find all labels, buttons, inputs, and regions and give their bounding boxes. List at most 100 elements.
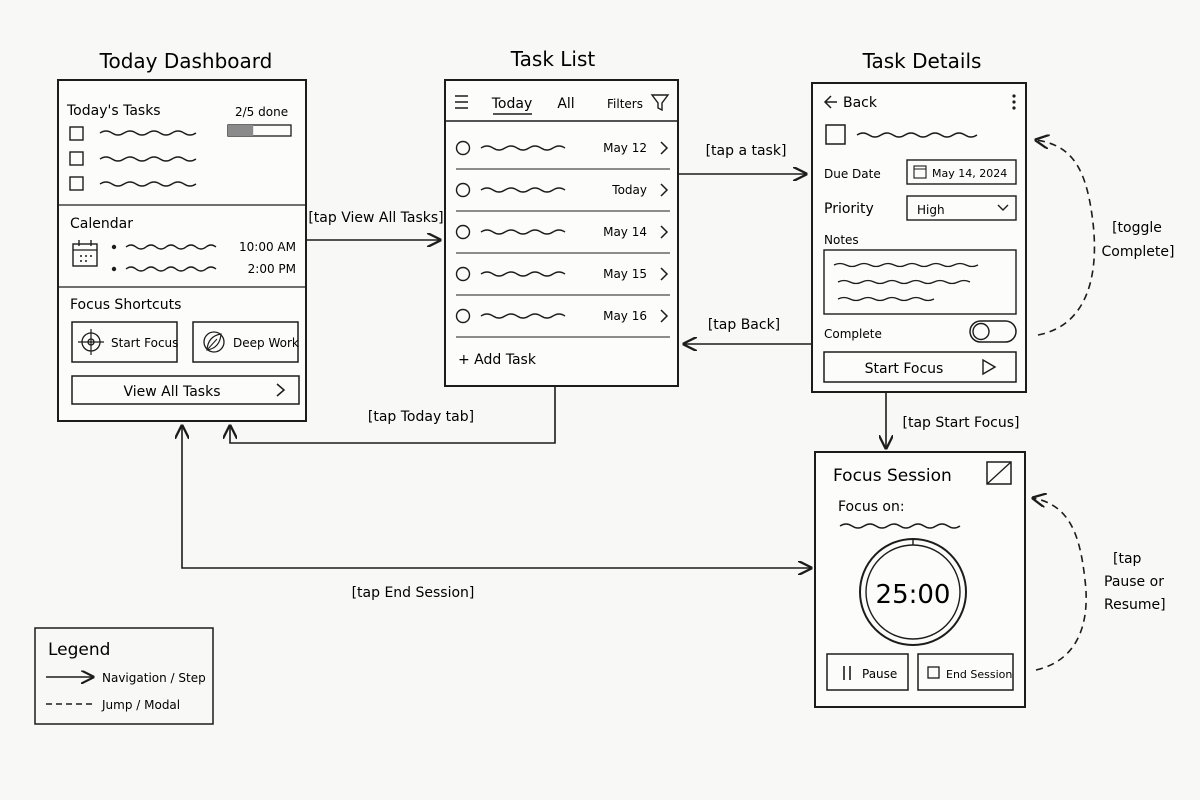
edge-label: [toggle — [1112, 220, 1162, 236]
complete-label: Complete — [824, 327, 882, 341]
due-date-field[interactable]: May 14, 2024 — [906, 159, 1017, 185]
todays-tasks-heading: Today's Tasks — [66, 103, 161, 119]
checkbox[interactable] — [69, 126, 84, 141]
task-due-date: May 14 — [603, 225, 647, 239]
task-row[interactable]: May 14 — [455, 224, 670, 254]
task-row[interactable]: May 16 — [455, 308, 670, 338]
end-session-label: End Session — [946, 668, 1012, 681]
checkbox[interactable] — [69, 176, 84, 191]
complete-toggle[interactable] — [969, 320, 1017, 343]
focus-session-screen: Focus Session Focus on: 25:00 Pause End … — [814, 451, 1026, 708]
back-label: Back — [843, 95, 878, 111]
task-details-frame — [811, 82, 1027, 393]
edge-label: [tap Start Focus] — [903, 415, 1020, 431]
dashboard-screen: Today Dashboard Today's Tasks 2/5 done C… — [57, 49, 307, 422]
checkbox[interactable] — [69, 151, 84, 166]
calendar-event[interactable]: 2:00 PM — [111, 262, 296, 276]
edge-view-all: [tap View All Tasks] — [306, 210, 444, 240]
task-text-scribble — [480, 145, 566, 151]
filters-button[interactable]: Filters — [607, 94, 670, 112]
task-row[interactable]: May 15 — [455, 266, 670, 296]
tab-today[interactable]: Today — [491, 96, 533, 115]
priority-select[interactable]: High — [906, 195, 1017, 221]
chevron-right-icon — [660, 225, 669, 239]
task-text-scribble — [480, 229, 566, 235]
edge-tap-back: [tap Back] — [684, 317, 812, 344]
leaf-icon — [203, 331, 225, 353]
task-checkbox-row[interactable] — [69, 151, 197, 166]
edge-end-session: [tap End Session] — [182, 426, 811, 601]
task-complete-checkbox[interactable] — [825, 124, 846, 145]
toggle-knob — [972, 322, 990, 341]
minimize-icon[interactable] — [986, 461, 1012, 485]
add-task-button[interactable]: + Add Task — [458, 352, 537, 368]
back-button[interactable]: Back — [823, 95, 878, 111]
task-name-scribble — [856, 132, 978, 138]
focus-on-label: Focus on: — [838, 499, 905, 515]
task-radio[interactable] — [455, 140, 471, 156]
task-row[interactable]: May 12 — [455, 140, 670, 170]
priority-value: High — [917, 203, 945, 217]
chevron-right-icon — [660, 183, 669, 197]
timer-value: 25:00 — [876, 580, 951, 610]
calendar-heading: Calendar — [70, 216, 133, 232]
task-due-date: May 16 — [603, 309, 647, 323]
edge-label: [tap Back] — [708, 317, 780, 333]
deep-work-button[interactable]: Deep Work — [192, 321, 299, 363]
edge-toggle-complete: [toggle Complete] — [1036, 140, 1175, 336]
tab-today-label: Today — [491, 96, 533, 112]
task-checkbox-row[interactable] — [69, 126, 197, 141]
task-radio[interactable] — [455, 182, 471, 198]
edge-label: [tap Today tab] — [368, 409, 474, 425]
task-due-date: May 15 — [603, 267, 647, 281]
calendar-icon — [913, 165, 927, 179]
tab-all[interactable]: All — [557, 96, 574, 112]
legend: Legend Navigation / Step Jump / Modal — [34, 627, 214, 725]
task-details-screen: Task Details Back Due Date May 14, 2024 … — [811, 49, 1027, 393]
focus-task-scribble — [839, 523, 961, 529]
task-radio[interactable] — [455, 266, 471, 282]
chevron-right-icon — [660, 267, 669, 281]
legend-dashed-label: Jump / Modal — [101, 698, 180, 712]
task-row[interactable]: Today — [455, 182, 670, 212]
task-text-scribble — [480, 271, 566, 277]
edge-label: Complete] — [1102, 244, 1175, 260]
start-focus-button[interactable]: Start Focus — [71, 321, 178, 363]
edge-tap-task: [tap a task] — [678, 143, 806, 174]
dashboard-frame — [57, 79, 307, 422]
start-focus-label: Start Focus — [865, 361, 944, 377]
edge-label: [tap a task] — [706, 143, 787, 159]
calendar-event[interactable]: 10:00 AM — [111, 240, 296, 254]
pause-button[interactable]: Pause — [826, 653, 909, 691]
stop-icon — [927, 666, 940, 679]
hamburger-menu-icon[interactable] — [455, 95, 468, 109]
task-text-scribble — [99, 181, 197, 187]
more-menu-icon[interactable] — [1012, 94, 1016, 110]
deep-work-label: Deep Work — [233, 336, 299, 350]
arrow-left-icon — [823, 95, 837, 109]
chevron-right-icon — [660, 309, 669, 323]
timer-ring — [859, 538, 967, 646]
focus-shortcuts-heading: Focus Shortcuts — [70, 297, 181, 313]
start-focus-button[interactable]: Start Focus — [823, 351, 1017, 383]
due-date-label: Due Date — [824, 167, 881, 181]
event-text-scribble — [125, 266, 217, 272]
end-session-button[interactable]: End Session — [917, 653, 1014, 691]
task-text-scribble — [480, 313, 566, 319]
notes-field[interactable] — [823, 249, 1017, 315]
task-radio[interactable] — [455, 308, 471, 324]
task-checkbox-row[interactable] — [69, 176, 197, 191]
task-due-date: May 12 — [603, 141, 647, 155]
view-all-tasks-button[interactable]: View All Tasks — [71, 375, 300, 405]
edge-label: Resume] — [1104, 597, 1166, 613]
bullet — [111, 266, 117, 272]
play-icon — [982, 358, 997, 376]
task-radio[interactable] — [455, 224, 471, 240]
progress-text: 2/5 done — [235, 105, 288, 119]
view-all-tasks-label: View All Tasks — [124, 384, 221, 400]
event-text-scribble — [125, 244, 217, 250]
task-list-screen: Task List Today All Filters May 12TodayM… — [444, 47, 679, 387]
legend-solid-label: Navigation / Step — [102, 671, 206, 685]
